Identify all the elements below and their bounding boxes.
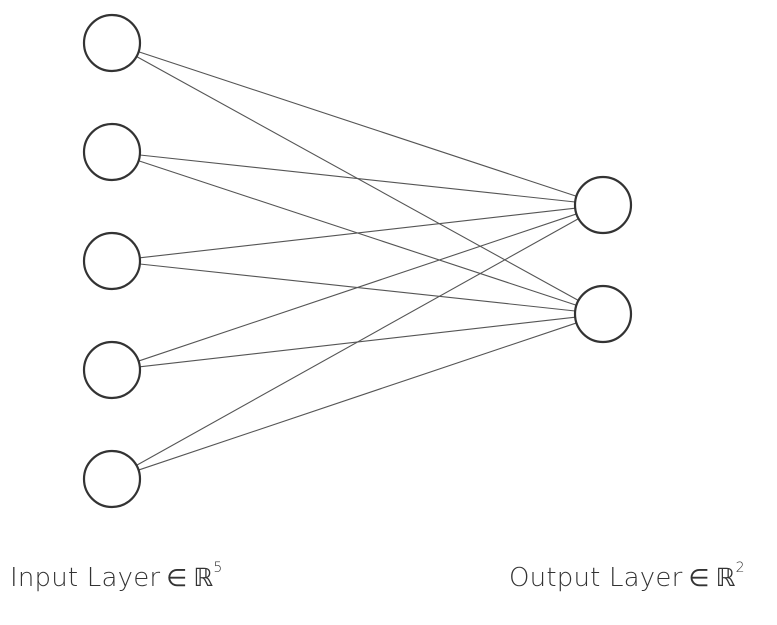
input-node-5 xyxy=(82,449,142,509)
edge-input-5-to-output-1 xyxy=(136,218,579,466)
output-layer-nodes xyxy=(573,175,633,344)
edge-input-5-to-output-2 xyxy=(138,322,577,471)
connection-edges xyxy=(136,51,579,471)
input-node-4 xyxy=(82,340,142,400)
output-node-1 xyxy=(573,175,633,235)
edge-input-3-to-output-1 xyxy=(139,207,576,259)
input-layer-title: Input Layer xyxy=(10,563,161,593)
edge-input-1-to-output-1 xyxy=(138,51,577,197)
input-real-space-symbol: ℝ xyxy=(193,563,214,592)
input-dimension: 5 xyxy=(213,560,223,577)
input-layer-label: Input Layer∈ℝ5 xyxy=(10,560,223,593)
edge-input-2-to-output-1 xyxy=(139,154,576,203)
input-node-1 xyxy=(82,13,142,73)
output-layer-title: Output Layer xyxy=(509,563,683,593)
output-layer-label: Output Layer∈ℝ2 xyxy=(509,560,745,593)
output-dimension: 2 xyxy=(735,560,745,577)
output-element-of-symbol: ∈ xyxy=(688,564,710,592)
input-node-3 xyxy=(82,231,142,291)
input-node-2 xyxy=(82,122,142,182)
output-real-space-symbol: ℝ xyxy=(715,563,736,592)
input-layer-nodes xyxy=(82,13,142,509)
output-node-2 xyxy=(573,284,633,344)
edge-input-4-to-output-1 xyxy=(138,213,577,362)
input-element-of-symbol: ∈ xyxy=(166,564,188,592)
